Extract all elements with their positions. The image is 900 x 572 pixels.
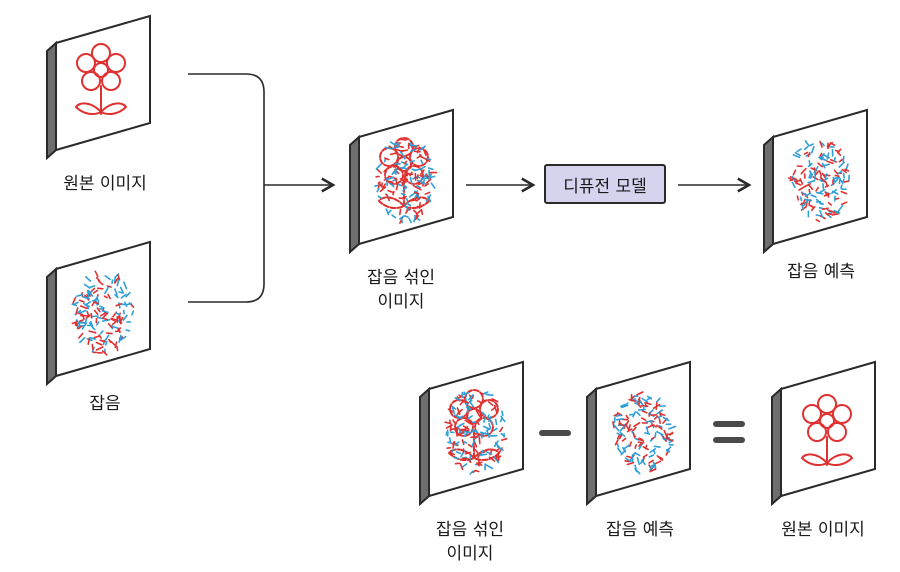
equation-label-original-image: 원본 이미지 [781, 520, 865, 540]
equation-noisy-noise-pattern [444, 390, 508, 475]
equation-label-predicted-noise: 잡음 예측 [606, 520, 674, 540]
equation-label-noisy-image-line2: 이미지 [446, 544, 494, 564]
predicted-noise-pattern [787, 140, 850, 223]
equation-original-image-frame [771, 360, 876, 507]
equation-flower-drawing [800, 394, 854, 467]
label-predicted-noise: 잡음 예측 [787, 262, 855, 282]
noise-pattern [71, 270, 135, 356]
label-noisy-image-line1: 잡음 섞인 [367, 268, 435, 288]
predicted-noise-frame [763, 108, 868, 255]
equation-noisy-image-frame [419, 360, 524, 507]
merge-bracket [188, 73, 265, 303]
equals-sign [713, 421, 745, 443]
label-noisy-image-line2: 이미지 [377, 292, 425, 312]
label-noise: 잡음 [89, 394, 121, 414]
noise-image-frame [46, 240, 151, 387]
equation-label-noisy-image-line1: 잡음 섞인 [436, 520, 504, 540]
label-original-image: 원본 이미지 [63, 174, 147, 194]
flower-drawing [74, 43, 128, 116]
noisy-image-frame [349, 108, 454, 255]
equation-predicted-noise-pattern [612, 391, 677, 475]
noisy-image-noise-pattern [374, 138, 438, 224]
equation-predicted-noise-frame [586, 360, 691, 507]
diffusion-model-box: 디퓨전 모델 [544, 164, 666, 204]
